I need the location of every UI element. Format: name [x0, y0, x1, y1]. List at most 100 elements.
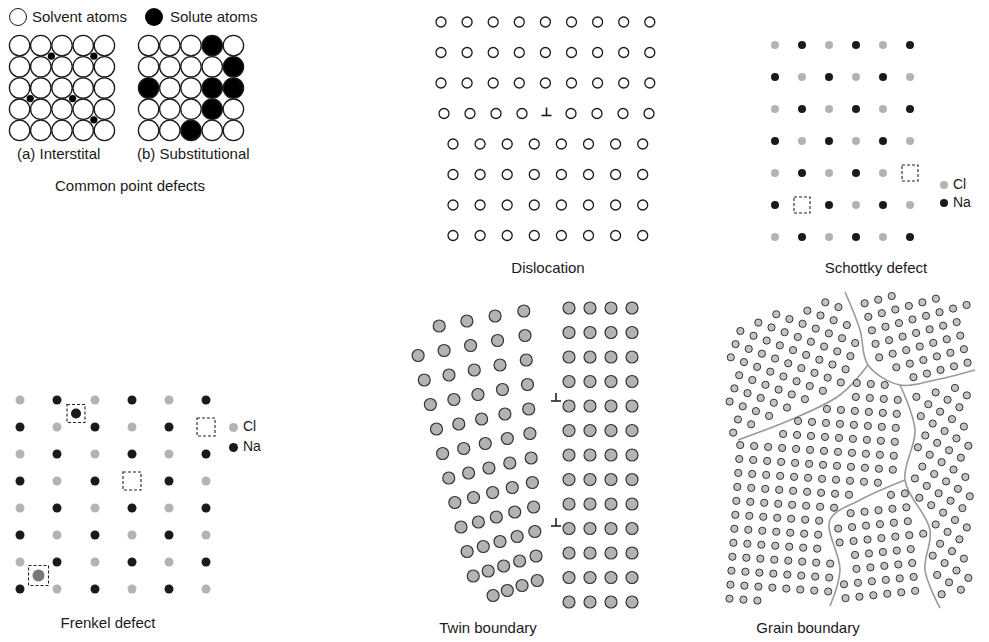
grain-atom — [749, 376, 756, 383]
lattice-atom — [584, 449, 596, 461]
ion — [128, 504, 137, 513]
lattice-atom — [506, 482, 518, 494]
grain-atom — [730, 539, 737, 546]
grain-atom — [765, 443, 772, 450]
lattice-atom — [465, 109, 475, 119]
grain-atom — [863, 436, 870, 443]
lattice-atom — [475, 139, 485, 149]
ion — [91, 531, 100, 540]
grain-atom — [763, 471, 770, 478]
lattice-atom — [529, 170, 539, 180]
grain-atom — [728, 567, 735, 574]
ion — [165, 423, 174, 432]
grain-atom — [917, 413, 924, 420]
solvent-atom — [31, 57, 51, 77]
grain-atom — [767, 368, 774, 375]
grain-atom — [945, 447, 952, 454]
grain-atom — [779, 444, 786, 451]
lattice-atom — [556, 231, 566, 241]
grain-atom — [893, 547, 900, 554]
grain-atom — [838, 335, 845, 342]
grain-atom — [806, 382, 813, 389]
lattice-atom — [584, 302, 596, 314]
lattice-atom — [523, 403, 535, 415]
grain-atom — [775, 386, 782, 393]
lattice-atom — [605, 327, 617, 339]
grain-atom — [804, 474, 811, 481]
lattice-atom — [584, 596, 596, 608]
grain-atom — [889, 466, 896, 473]
grain-atom — [817, 312, 824, 319]
lattice-atom — [483, 462, 495, 474]
lattice-atom — [563, 327, 575, 339]
lattice-atom — [472, 516, 484, 528]
lattice-atom — [638, 200, 648, 210]
ion — [771, 233, 779, 241]
solvent-atom — [94, 35, 114, 55]
lattice-atom — [563, 547, 575, 559]
panel-caption: Schottky defect — [825, 259, 928, 276]
ion — [202, 477, 211, 486]
grain-atom — [876, 521, 883, 528]
lattice-atom — [448, 231, 458, 241]
lattice-atom — [645, 48, 655, 58]
grain-atom — [819, 461, 826, 468]
lattice-atom — [567, 48, 577, 58]
lattice-atom — [584, 474, 596, 486]
lattice-atom — [488, 78, 498, 88]
grain-atom — [840, 581, 847, 588]
substitutional-lattice — [138, 35, 243, 140]
grain-atom — [760, 513, 767, 520]
grain-atom — [779, 430, 786, 437]
ion — [128, 450, 137, 459]
solvent-atom — [9, 35, 29, 55]
grain-atom — [764, 457, 771, 464]
grain-atom — [739, 403, 746, 410]
lattice-atom — [502, 139, 512, 149]
grain-atom — [903, 347, 910, 354]
lattice-atom — [525, 452, 537, 464]
lattice-atom — [626, 572, 638, 584]
lattice-atom — [455, 521, 467, 533]
lattice-atom — [433, 320, 445, 332]
panel-caption: Common point defects — [55, 177, 205, 194]
lattice-atom — [584, 200, 594, 210]
lattice-atom — [605, 449, 617, 461]
grain-atom — [822, 299, 829, 306]
lattice-atom — [499, 408, 511, 420]
grain-atom — [898, 589, 905, 596]
lattice-atom — [479, 438, 491, 450]
grain-atom — [959, 505, 966, 512]
lattice-atom — [611, 170, 621, 180]
dislocation-stem — [555, 518, 557, 526]
grain-atom — [773, 311, 780, 318]
ion — [771, 169, 779, 177]
lattice-atom — [160, 120, 180, 140]
ion — [165, 450, 174, 459]
ion — [825, 233, 833, 241]
lattice-atom — [462, 17, 472, 27]
grain-atom — [953, 567, 960, 574]
panel-caption: Frenkel defect — [60, 614, 155, 631]
grain-atom — [853, 565, 860, 572]
ion — [852, 201, 860, 209]
solvent-atom — [52, 120, 72, 140]
lattice-atom — [529, 526, 541, 538]
grain-atom — [819, 387, 826, 394]
interstitial-ion — [33, 570, 45, 582]
lattice-atom — [584, 139, 594, 149]
ion — [16, 585, 25, 594]
ion — [906, 105, 914, 113]
grain-atom — [954, 485, 961, 492]
lattice-atom — [514, 555, 526, 567]
grain-atom — [865, 313, 872, 320]
grain-atom — [812, 325, 819, 332]
legend-text: Na — [243, 438, 261, 454]
lattice-atom — [563, 449, 575, 461]
ion — [825, 137, 833, 145]
grain-atom — [894, 396, 901, 403]
solvent-atom — [9, 120, 29, 140]
grain-atom — [950, 363, 957, 370]
ion — [906, 233, 914, 241]
